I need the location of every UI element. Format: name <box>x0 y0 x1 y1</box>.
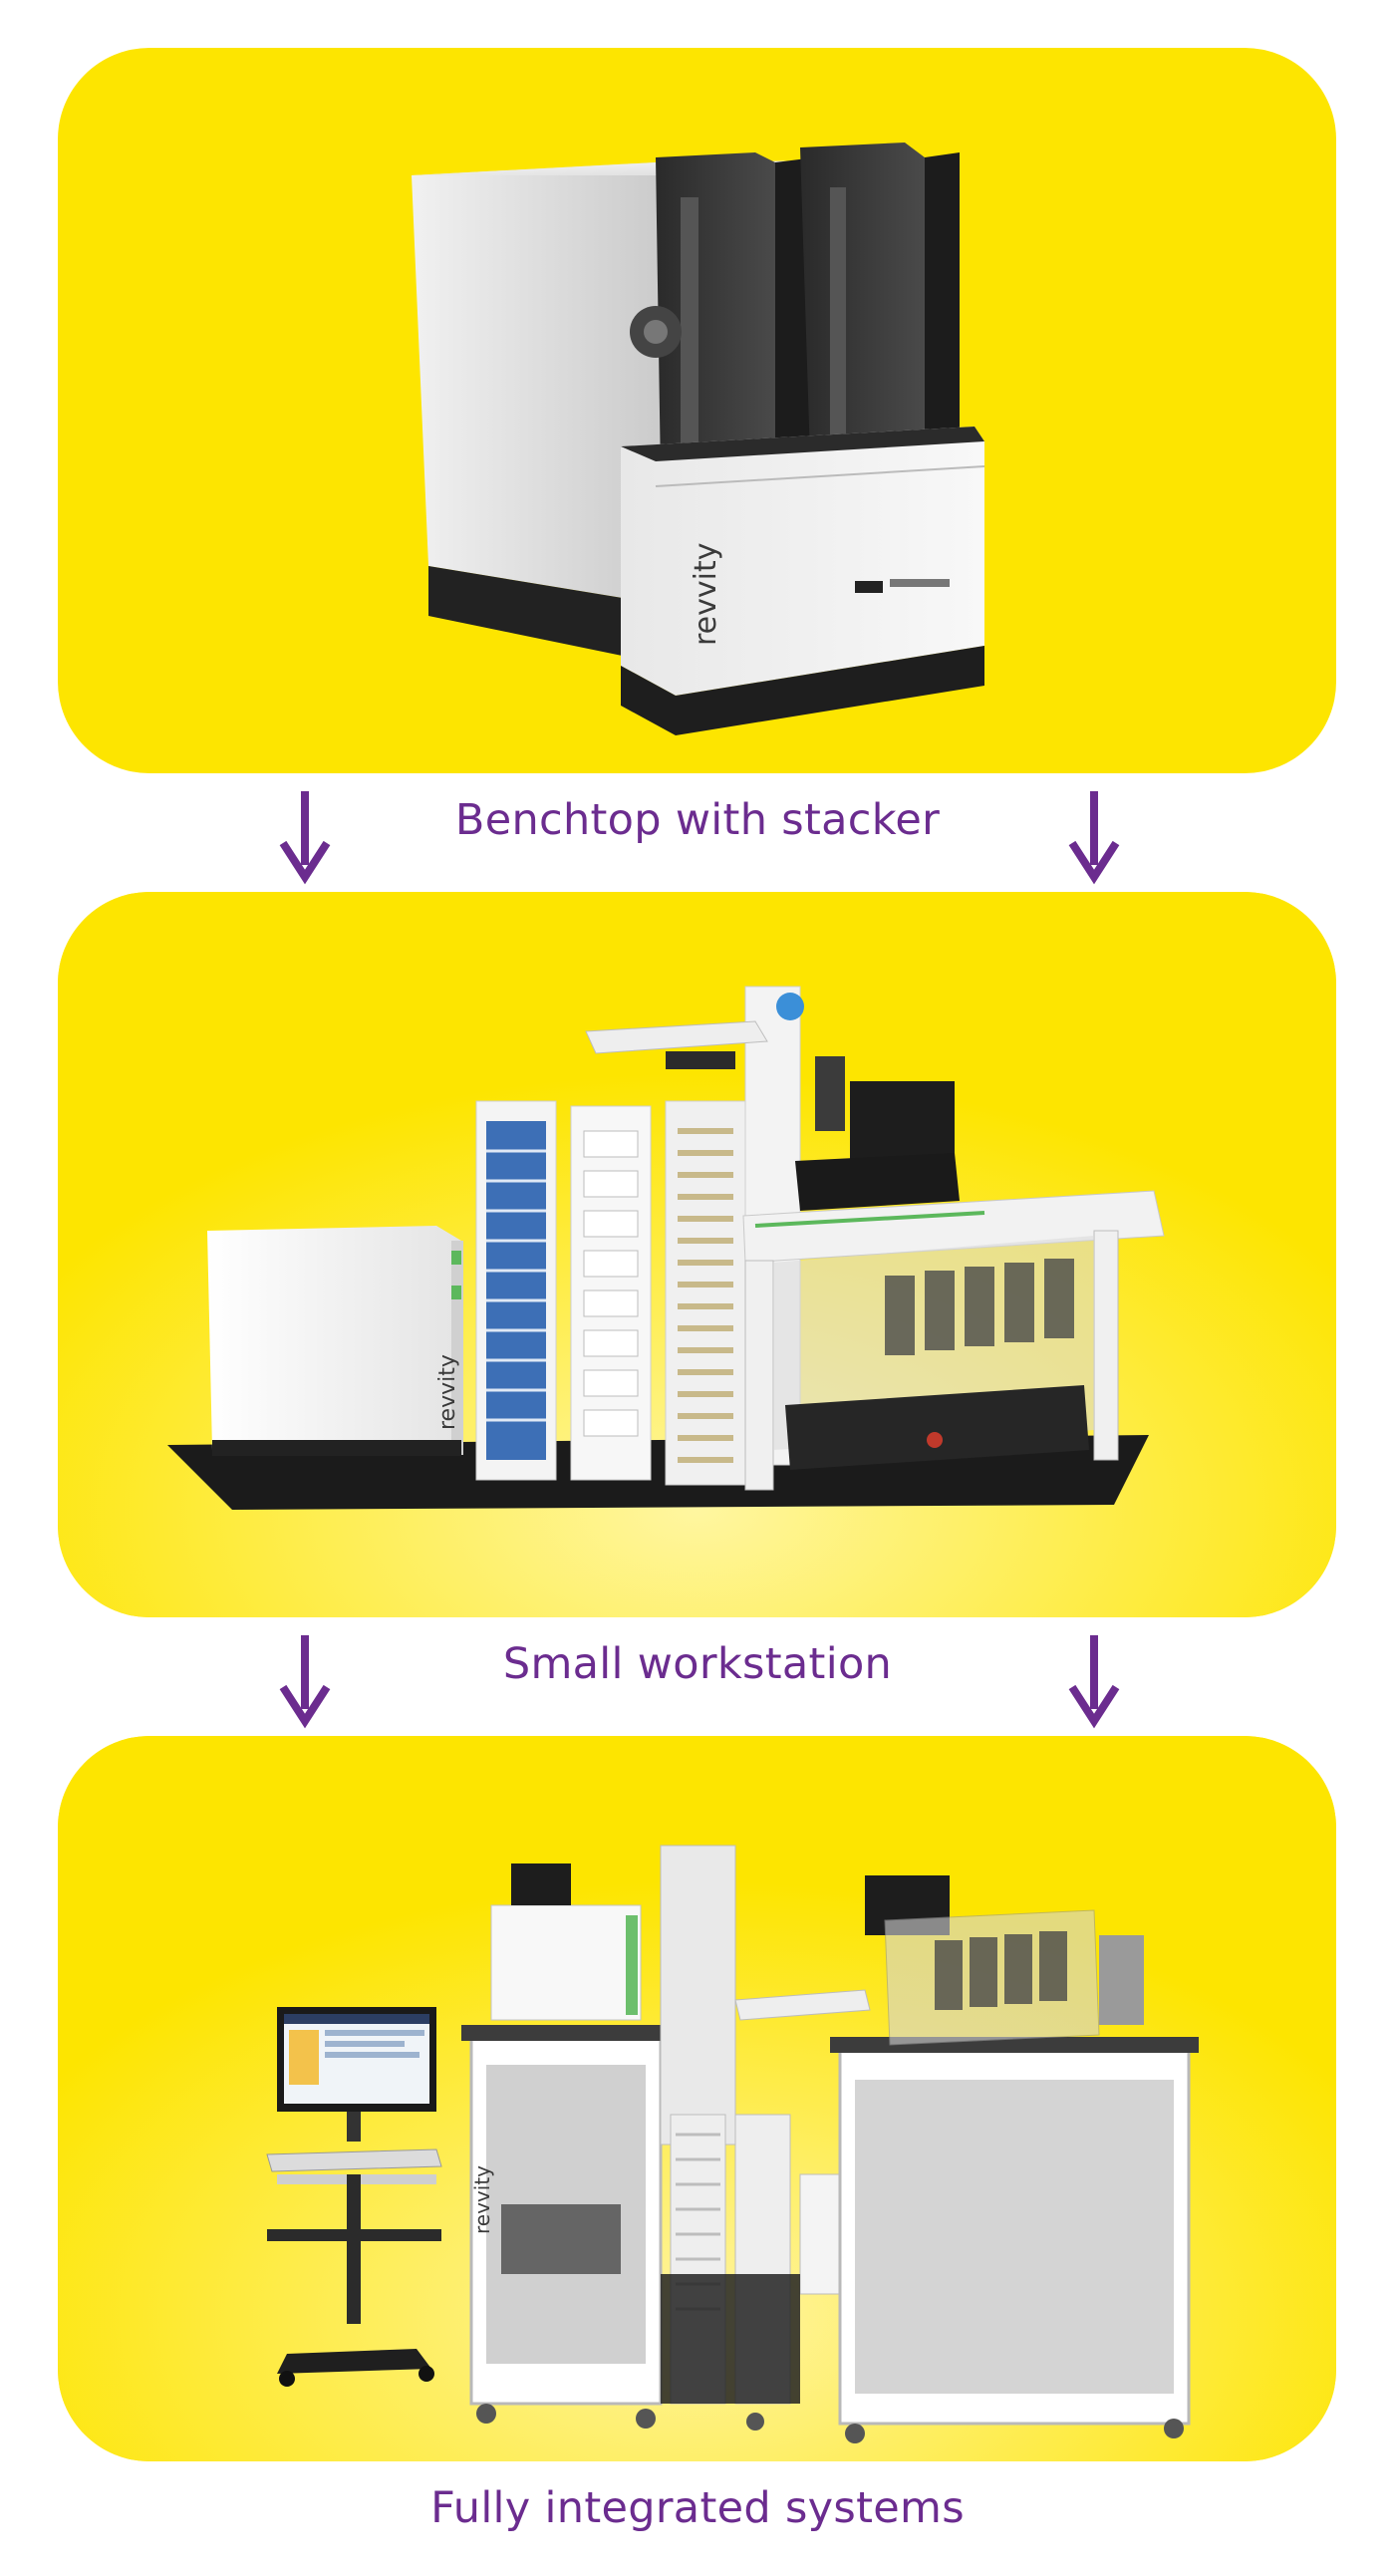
panel-benchtop: revvity <box>58 48 1336 773</box>
plate-hotel-blue <box>475 1100 557 1481</box>
down-arrow-icon <box>1066 1631 1122 1731</box>
brand-logo-2: revvity <box>435 1354 460 1430</box>
computer-cart <box>266 2007 442 2387</box>
down-arrow-icon <box>1066 787 1122 887</box>
down-arrow-icon <box>277 1631 333 1731</box>
plate-hotel-white <box>570 1105 652 1481</box>
tip-hotel <box>665 1100 746 1486</box>
panel-small-workstation: revvity <box>58 892 1336 1617</box>
caption-integrated-systems: Fully integrated systems <box>430 2483 965 2533</box>
brand-logo-1: revvity <box>689 543 723 647</box>
caption-small-workstation: Small workstation <box>502 1639 893 1689</box>
integrated-system-image: revvity <box>58 1736 1336 2461</box>
brand-logo-3: revvity <box>470 2165 494 2234</box>
panel-integrated-systems: revvity <box>58 1736 1336 2461</box>
caption-benchtop: Benchtop with stacker <box>454 795 941 845</box>
small-workstation-image: revvity <box>58 892 1336 1617</box>
benchtop-reader-image: revvity <box>412 143 985 735</box>
down-arrow-icon <box>277 787 333 887</box>
